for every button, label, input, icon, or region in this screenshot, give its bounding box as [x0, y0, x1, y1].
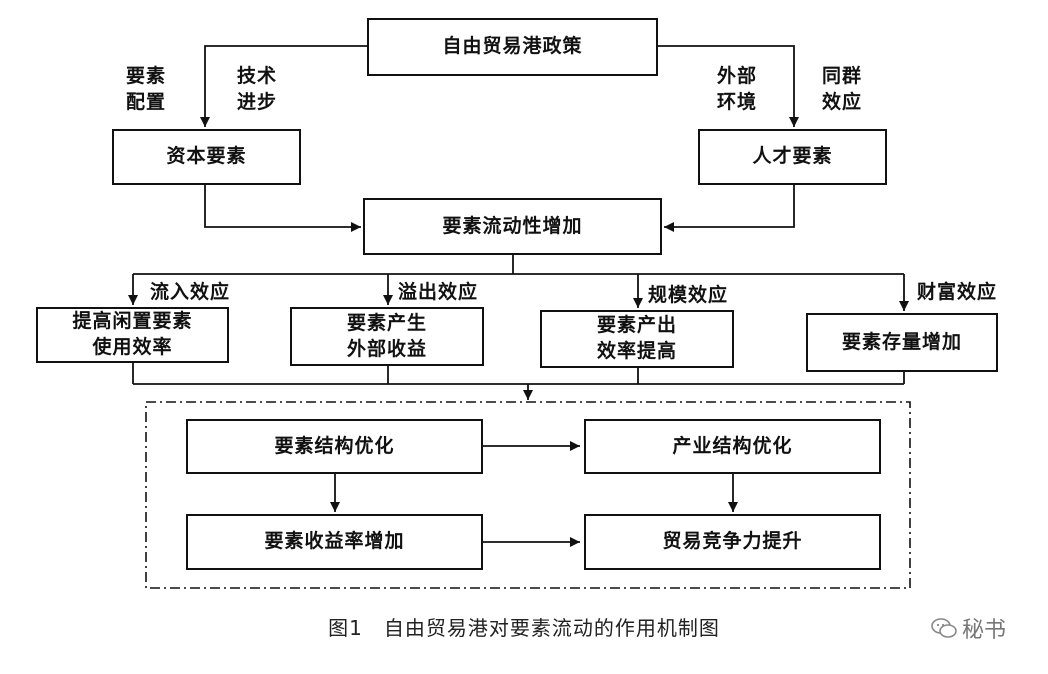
label-external-env: 外部 环境: [717, 65, 758, 113]
node-trade-competitiveness: 贸易竞争力提升: [584, 514, 881, 570]
label-cluster: 同群 效应: [822, 65, 863, 113]
arrow-policy-capital: [200, 45, 367, 127]
label-tech: 技术 进步: [237, 65, 278, 113]
node-mobility: 要素流动性增加: [363, 198, 662, 255]
node-output-efficiency: 要素产出 效率提高: [540, 310, 734, 368]
node-structure-optimize: 要素结构优化: [186, 419, 483, 474]
arrow-capital-mobility: [204, 185, 361, 232]
node-return-increase: 要素收益率增加: [186, 514, 483, 570]
label-inflow: 流入效应: [150, 281, 231, 303]
node-idle-efficiency: 提高闲置要素 使用效率: [36, 307, 229, 363]
label-allocation: 要素 配置: [126, 65, 167, 113]
node-external-benefit: 要素产生 外部收益: [290, 307, 484, 366]
node-policy: 自由贸易港政策: [367, 18, 658, 76]
figure-caption: 图1 自由贸易港对要素流动的作用机制图: [328, 616, 720, 640]
node-industry-optimize: 产业结构优化: [584, 419, 881, 474]
watermark-text: 秘书: [962, 618, 1007, 643]
watermark: 秘书: [930, 612, 1006, 644]
wechat-icon: [931, 618, 957, 638]
label-spillover: 溢出效应: [398, 281, 479, 303]
node-stock-increase: 要素存量增加: [806, 313, 998, 372]
node-talent: 人才要素: [698, 129, 887, 185]
arrow-policy-talent: [658, 45, 799, 127]
node-capital: 资本要素: [112, 129, 301, 185]
arrow-talent-mobility: [664, 185, 795, 232]
label-wealth: 财富效应: [917, 281, 998, 303]
label-scale: 规模效应: [648, 284, 729, 306]
dashed-frame: [145, 401, 911, 589]
